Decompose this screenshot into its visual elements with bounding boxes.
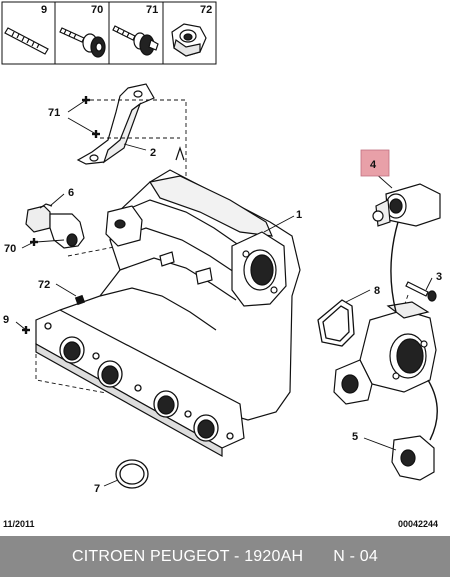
hex-nut-icon	[171, 23, 207, 57]
callout-4: 4	[370, 159, 377, 171]
screw-with-washer-icon	[59, 27, 106, 58]
throttle-gasket	[317, 299, 355, 347]
callout-70: 70	[4, 243, 16, 255]
legend	[1, 1, 217, 65]
footer-reference: 00042244	[397, 519, 438, 529]
throttle-body	[333, 301, 437, 405]
callout-2: 2	[150, 147, 156, 159]
legend-number-72: 72	[200, 4, 212, 16]
legend-number-71: 71	[146, 4, 158, 16]
callout-1: 1	[296, 209, 302, 221]
legend-number-70: 70	[91, 4, 103, 16]
long-stud-icon	[4, 27, 49, 55]
manifold-ports	[44, 322, 234, 442]
callout-9: 9	[3, 314, 9, 326]
callout-72: 72	[38, 279, 50, 291]
footer-brand: CITROEN PEUGEOT - 1920AH	[71, 547, 304, 565]
fixing-screw	[405, 281, 437, 302]
cross-markers	[22, 96, 100, 334]
callout-4-highlight	[360, 149, 390, 177]
connecting-leads	[390, 221, 438, 441]
o-ring-seal	[115, 459, 149, 489]
callout-7: 7	[94, 483, 100, 495]
footer-page: N - 04	[333, 547, 378, 565]
callout-3: 3	[436, 271, 442, 283]
idle-control-valve	[372, 183, 441, 227]
intake-manifold	[35, 146, 301, 458]
stud-with-flange-icon	[112, 25, 159, 56]
support-bracket	[76, 83, 155, 165]
callout-6: 6	[68, 187, 74, 199]
pressure-sensor	[25, 203, 85, 249]
legend-number-9: 9	[41, 4, 47, 16]
callout-71: 71	[48, 107, 60, 119]
callout-5: 5	[352, 431, 358, 443]
footer-bar: CITROEN PEUGEOT - 1920AH N - 04	[0, 536, 450, 577]
callout-8: 8	[374, 285, 380, 297]
nut-marker-icon	[74, 294, 86, 306]
electrical-connector	[391, 435, 435, 481]
footer-date: 11/2011	[3, 519, 35, 529]
